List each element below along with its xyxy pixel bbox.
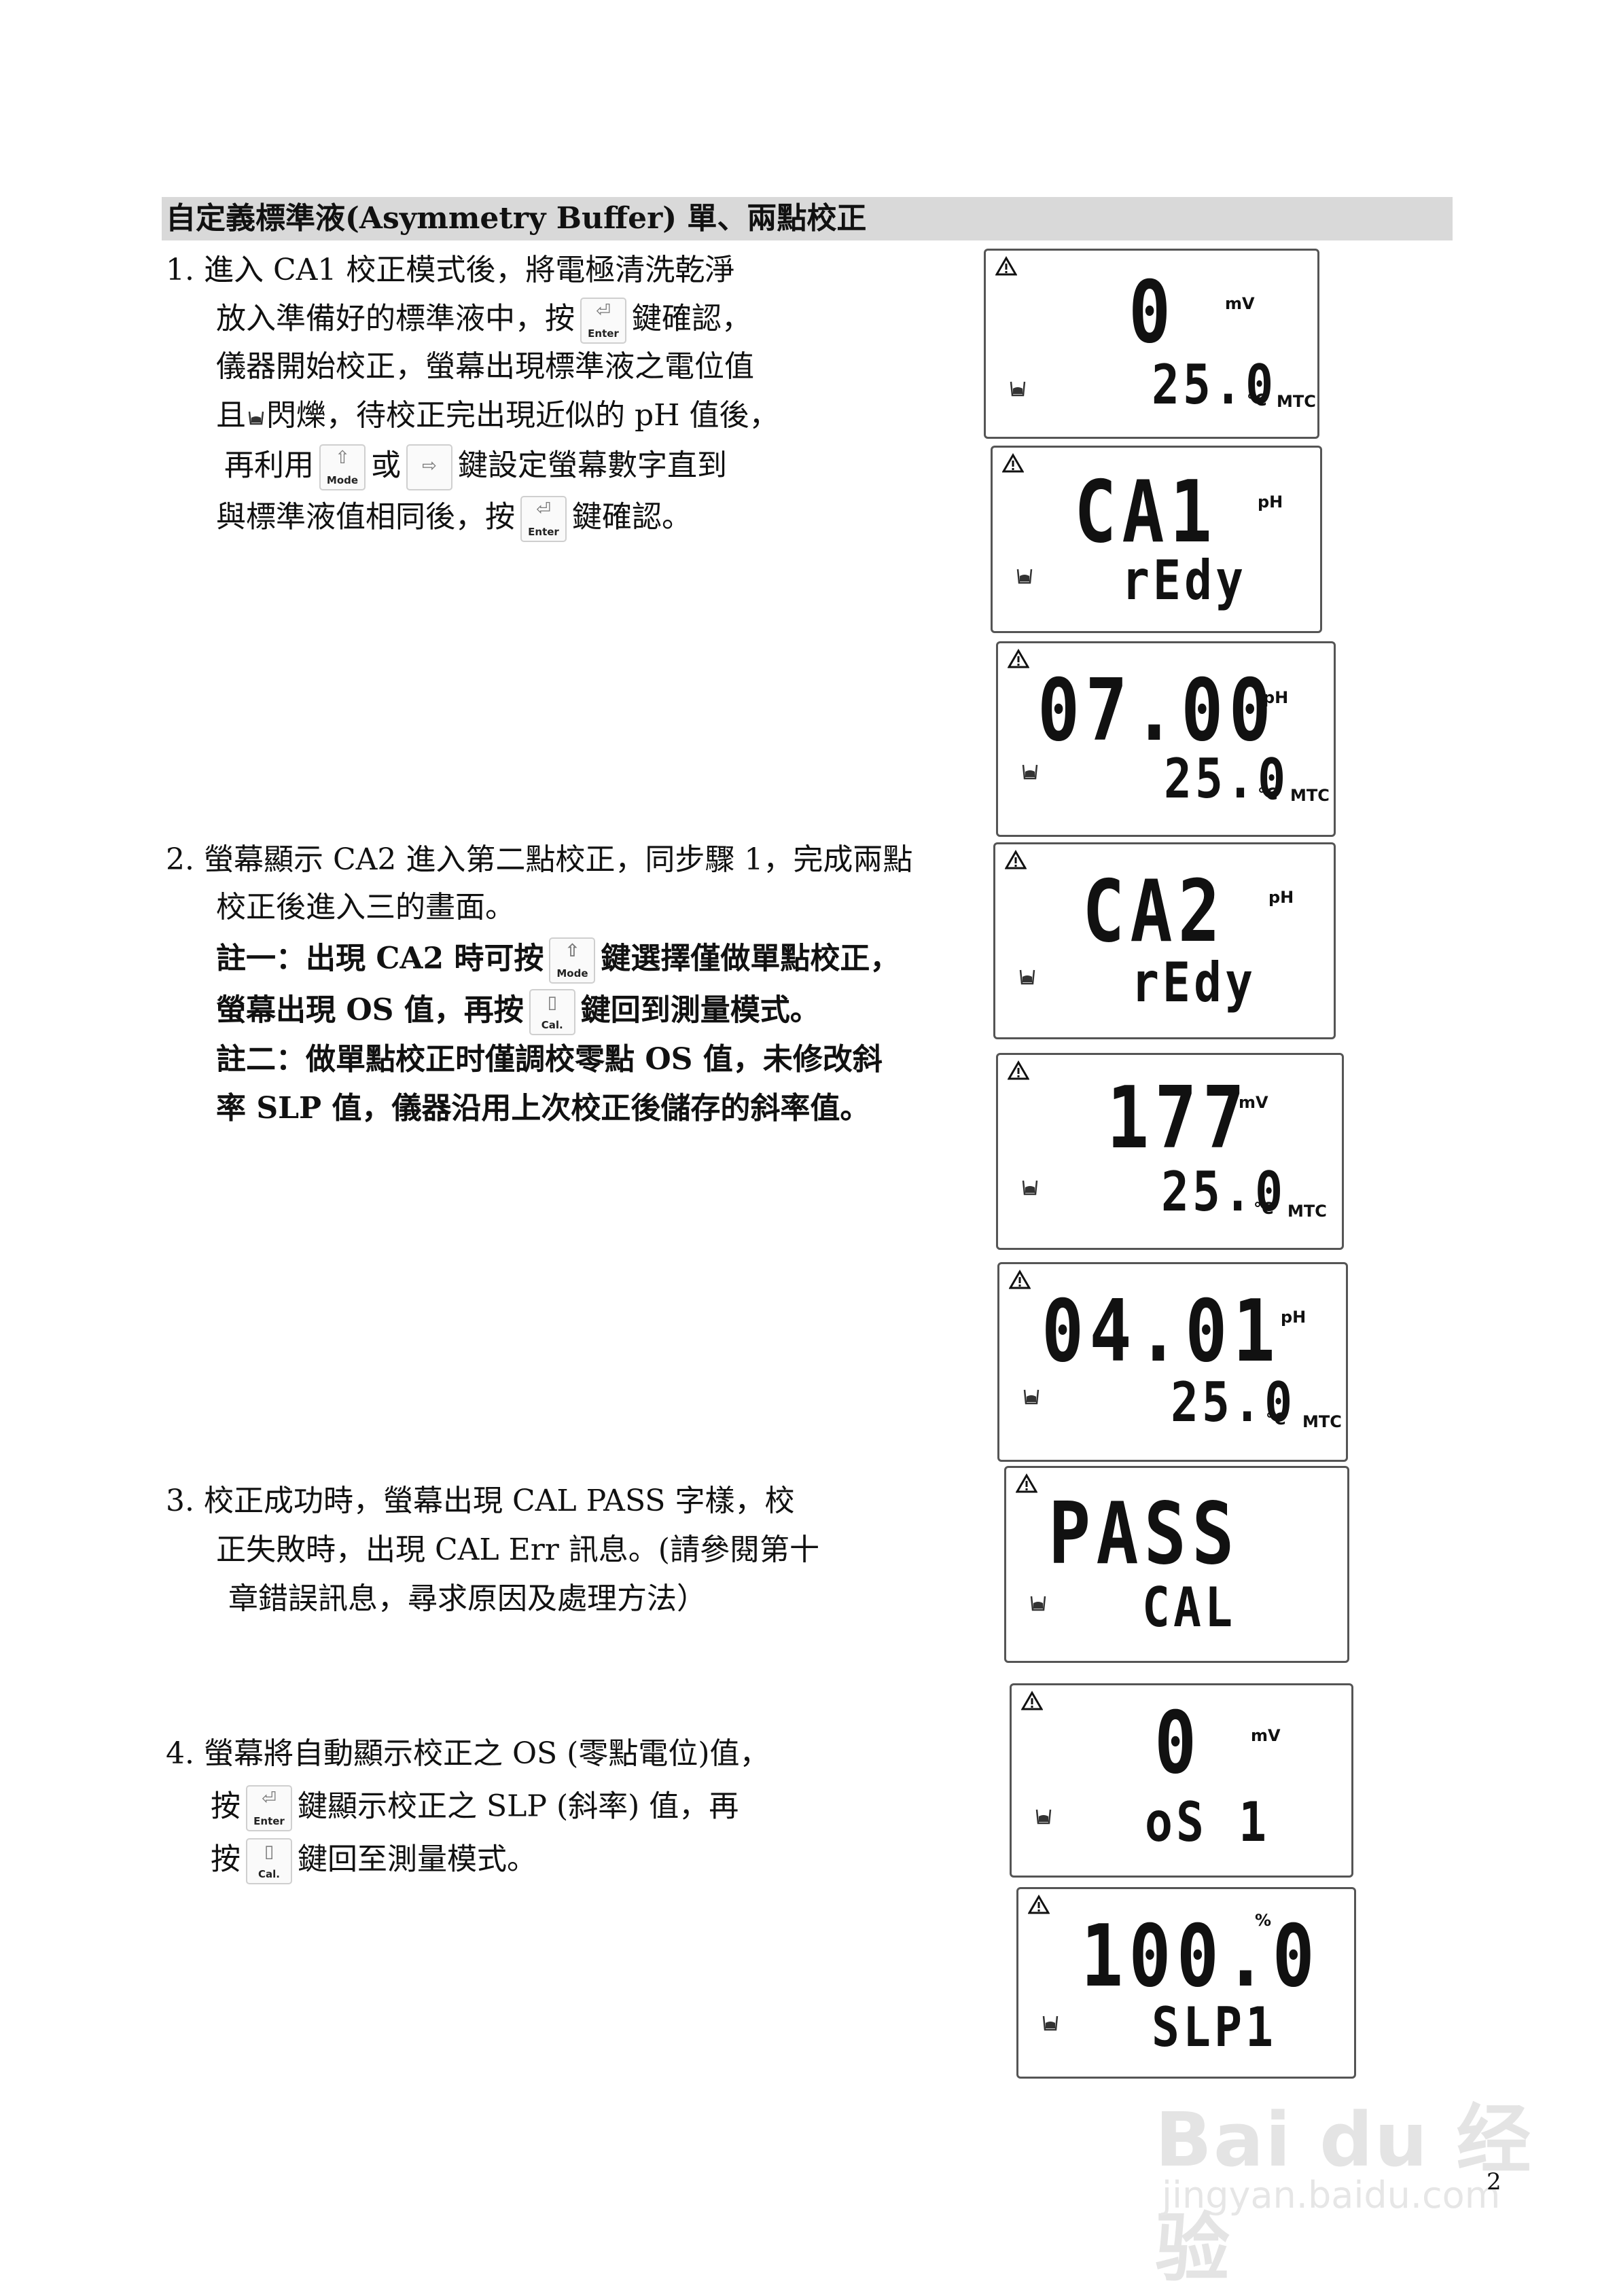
- step1-line2-text-b: 鍵確認，: [632, 301, 751, 336]
- lcd-main-value: 100.0: [1081, 1906, 1321, 2006]
- lcd-main-value: PASS: [1048, 1484, 1240, 1583]
- lcd-status: CAL: [1142, 1576, 1237, 1639]
- heading-bar: [162, 197, 1453, 240]
- watermark-brand: Bai du 经验: [1155, 2096, 1533, 2292]
- step2-note2-cont: 率 SLP 值，儀器沿用上次校正後儲存的斜率值。: [216, 1091, 870, 1126]
- lcd-display-os: 0 mV oS 1: [1010, 1683, 1353, 1878]
- step3-line1: 3. 校正成功時，螢幕出現 CAL PASS 字樣，校: [166, 1484, 795, 1518]
- step1-line4: 且閃爍，待校正完出現近似的 pH 值後，: [216, 398, 779, 433]
- lcd-display-mv: 0 mV 25.0 °C MTC: [984, 249, 1319, 439]
- lcd-unit: %: [1255, 1911, 1272, 1930]
- lcd-display-ph401: 04.01 pH 25.0 °C MTC: [997, 1262, 1348, 1462]
- lcd-main-value: CA1: [1074, 462, 1218, 562]
- lcd-display-ph700: 07.00 pH 25.0 °C MTC: [996, 641, 1336, 837]
- lcd-display-pass: PASS CAL: [1004, 1466, 1349, 1663]
- lcd-main-value: 07.00: [1037, 660, 1277, 760]
- step1-line2-text-a: 放入準備好的標準液中，按: [216, 301, 575, 336]
- beaker-icon: [1042, 2015, 1059, 2031]
- lcd-main-value: 0: [1154, 1693, 1203, 1793]
- lcd-main-value: CA2: [1082, 861, 1226, 961]
- lcd-temperature: 25.0: [1161, 1160, 1287, 1223]
- mode-key-icon: ⇧Mode: [549, 937, 596, 984]
- beaker-icon: [1016, 569, 1033, 584]
- step1-line3: 儀器開始校正，螢幕出現標準液之電位值: [216, 349, 754, 384]
- lcd-status: rEdy: [1131, 951, 1257, 1014]
- lcd-mtc-label: MTC: [1290, 786, 1330, 805]
- beaker-icon: [1022, 1180, 1038, 1196]
- lcd-display-ca1: CA1 pH rEdy: [991, 446, 1322, 633]
- lcd-degree-unit: °C: [1258, 785, 1278, 804]
- lcd-unit: mV: [1239, 1093, 1268, 1112]
- page-number: 2: [1487, 2168, 1502, 2195]
- warning-icon: [1021, 1691, 1043, 1710]
- beaker-icon: [1023, 1389, 1040, 1405]
- lcd-unit: mV: [1225, 294, 1255, 313]
- step2-line2: 校正後進入三的畫面。: [216, 890, 515, 925]
- cal-key-icon: ▯Cal.: [246, 1838, 292, 1884]
- lcd-mtc-label: MTC: [1277, 392, 1316, 411]
- warning-icon: [1002, 453, 1024, 473]
- lcd-display-177mv: 177 mV 25.0 °C MTC: [996, 1053, 1344, 1250]
- lcd-temperature: 25.0: [1171, 1371, 1296, 1434]
- step3-line3: 章錯誤訊息，尋求原因及處理方法）: [228, 1581, 707, 1616]
- lcd-status: SLP1: [1152, 1996, 1277, 2059]
- lcd-mtc-label: MTC: [1287, 1202, 1327, 1221]
- warning-icon: [1005, 850, 1027, 869]
- beaker-icon: [1010, 381, 1026, 397]
- lcd-temperature: 25.0: [1152, 353, 1277, 416]
- warning-icon: [1009, 1270, 1031, 1289]
- enter-key-icon: ⏎Enter: [580, 298, 626, 344]
- step4-line1: 4. 螢幕將自動顯示校正之 OS (零點電位)值，: [166, 1736, 770, 1771]
- lcd-degree-unit: °C: [1254, 1199, 1274, 1218]
- warning-icon: [1028, 1895, 1050, 1914]
- cal-key-icon: ▯Cal.: [529, 989, 575, 1035]
- beaker-icon: [248, 411, 264, 425]
- lcd-temperature: 25.0: [1164, 747, 1290, 810]
- step1-line1: 1. 進入 CA1 校正模式後，將電極清洗乾淨: [166, 253, 735, 287]
- enter-key-icon: ⏎Enter: [520, 496, 567, 542]
- step4-line3: 按▯Cal.鍵回至測量模式。: [211, 1838, 537, 1884]
- lcd-unit: mV: [1251, 1726, 1281, 1745]
- step2-note1-cont: 螢幕出現 OS 值，再按▯Cal.鍵回到測量模式。: [216, 989, 820, 1035]
- lcd-main-value: 0: [1129, 262, 1177, 362]
- beaker-icon: [1030, 1596, 1046, 1611]
- section-heading: 自定義標準液(Asymmetry Buffer) 單、兩點校正: [166, 201, 867, 236]
- lcd-status: rEdy: [1122, 549, 1247, 612]
- warning-icon: [1008, 1060, 1029, 1080]
- enter-key-icon: ⏎Enter: [246, 1785, 292, 1831]
- watermark-url: jingyan.baidu.com: [1162, 2174, 1501, 2217]
- lcd-status: oS 1: [1145, 1791, 1270, 1854]
- lcd-display-slp: 100.0 % SLP1: [1016, 1887, 1356, 2079]
- lcd-degree-unit: °C: [1247, 391, 1267, 410]
- lcd-main-value: 177: [1107, 1068, 1251, 1168]
- step2-line1: 2. 螢幕顯示 CA2 進入第二點校正，同步驟 1，完成兩點: [166, 842, 913, 877]
- baidu-watermark: Bai du 经验 jingyan.baidu.com: [1155, 2079, 1535, 2292]
- lcd-unit: pH: [1263, 688, 1289, 707]
- lcd-unit: pH: [1268, 888, 1294, 907]
- lcd-main-value: 04.01: [1042, 1281, 1281, 1381]
- step2-note2: 註二：做單點校正时僅調校零點 OS 值，未修改斜: [216, 1042, 883, 1077]
- warning-icon: [995, 256, 1017, 276]
- beaker-icon: [1035, 1809, 1052, 1825]
- beaker-icon: [1022, 764, 1038, 780]
- mode-key-icon: ⇧Mode: [319, 444, 366, 490]
- lcd-degree-unit: °C: [1266, 1410, 1286, 1429]
- lcd-display-ca2: CA2 pH rEdy: [993, 842, 1336, 1039]
- beaker-icon: [1019, 969, 1035, 985]
- lcd-unit: pH: [1258, 492, 1283, 512]
- warning-icon: [1016, 1473, 1037, 1493]
- step3-line2: 正失敗時，出現 CAL Err 訊息。(請參閱第十: [216, 1532, 819, 1567]
- lcd-mtc-label: MTC: [1302, 1412, 1342, 1431]
- lcd-unit: pH: [1281, 1308, 1307, 1327]
- warning-icon: [1008, 649, 1029, 668]
- right-arrow-key-icon: ⇨: [406, 444, 452, 490]
